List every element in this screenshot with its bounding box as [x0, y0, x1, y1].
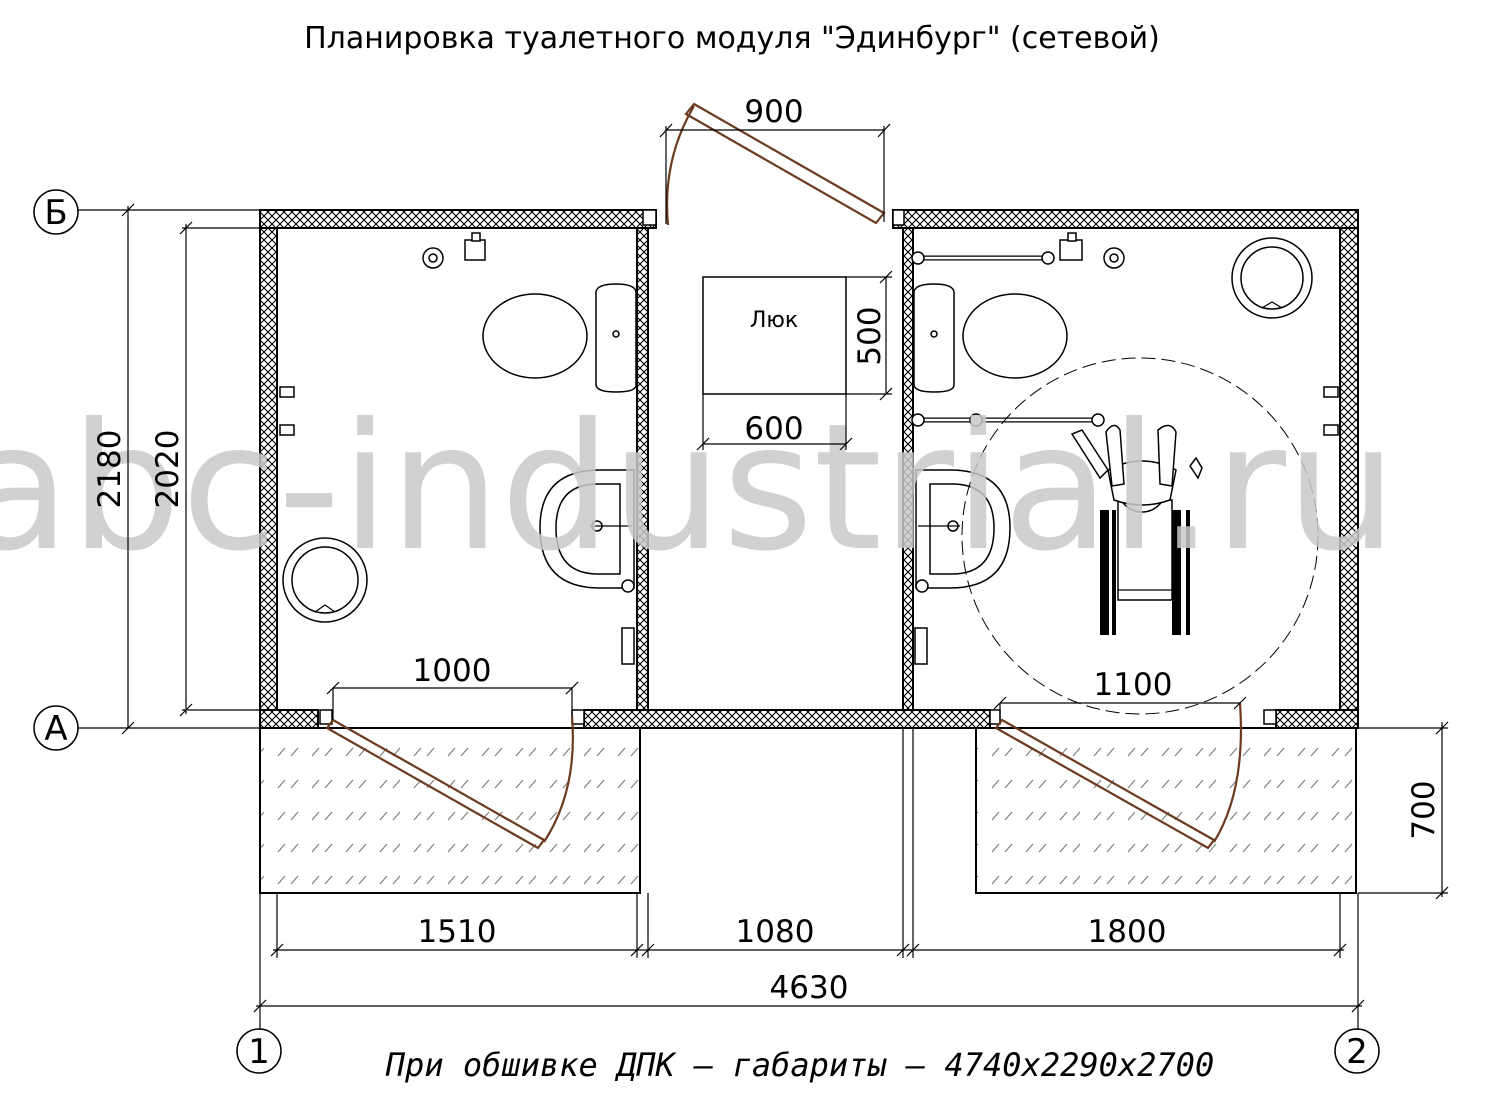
left-hooks-icon [279, 386, 295, 436]
right-bin-icon [1231, 237, 1313, 319]
left-toilet [482, 283, 637, 393]
left-dispenser-icon [621, 627, 635, 665]
entrance-door [665, 102, 886, 226]
walls [259, 209, 1359, 729]
left-washbasin [539, 469, 635, 593]
right-door [994, 702, 1243, 850]
dimension-lines [76, 123, 1449, 1030]
right-grab-bar-bottom [911, 413, 1105, 427]
left-door [325, 715, 574, 850]
dim-hatch-width: 600 [744, 411, 803, 447]
svg-text:А: А [44, 709, 67, 749]
plan-title: Планировка туалетного модуля "Эдинбург" … [304, 21, 1160, 56]
left-toilet-paper-holder-icon [464, 232, 486, 261]
right-grab-bar-top [911, 251, 1055, 265]
left-porch [259, 727, 641, 894]
right-porch [975, 727, 1357, 894]
axis-marker-bottom: А [33, 705, 79, 751]
dim-room-right: 1800 [1088, 914, 1167, 950]
dim-room-center: 1080 [736, 914, 815, 950]
axis-marker-left: 1 [236, 1028, 282, 1074]
wheelchair-icon [1070, 424, 1203, 635]
right-toilet-paper-holder-icon [1059, 232, 1083, 261]
right-drain-icon [1103, 247, 1125, 269]
dim-door-right: 1100 [1094, 667, 1173, 703]
left-bin-icon [282, 537, 368, 623]
dim-porch-depth: 700 [1406, 780, 1442, 839]
right-toilet [913, 283, 1068, 393]
dim-door-center: 900 [744, 94, 803, 130]
dim-inner-height: 2020 [150, 430, 186, 509]
axis-marker-right: 2 [1334, 1028, 1380, 1074]
svg-text:1: 1 [248, 1032, 270, 1072]
turning-circle [961, 357, 1319, 715]
left-drain-icon [422, 247, 444, 269]
dim-room-left: 1510 [418, 914, 497, 950]
watermark: abc-industrial.ru [0, 387, 1397, 590]
right-dispenser-icon [914, 627, 928, 665]
floor-hatch [702, 276, 847, 395]
dim-overall-height: 2180 [92, 430, 128, 509]
hatch-label: Люк [750, 308, 798, 333]
dim-door-left: 1000 [413, 653, 492, 689]
dim-hatch-height: 500 [852, 306, 888, 365]
svg-text:2: 2 [1346, 1032, 1368, 1072]
svg-text:Б: Б [44, 193, 67, 233]
right-hooks-icon [1323, 386, 1339, 436]
cladding-note: При обшивке ДПК – габариты – 4740х2290х2… [385, 1046, 1214, 1084]
dim-overall-width: 4630 [770, 970, 849, 1006]
axis-marker-top: Б [33, 189, 79, 235]
